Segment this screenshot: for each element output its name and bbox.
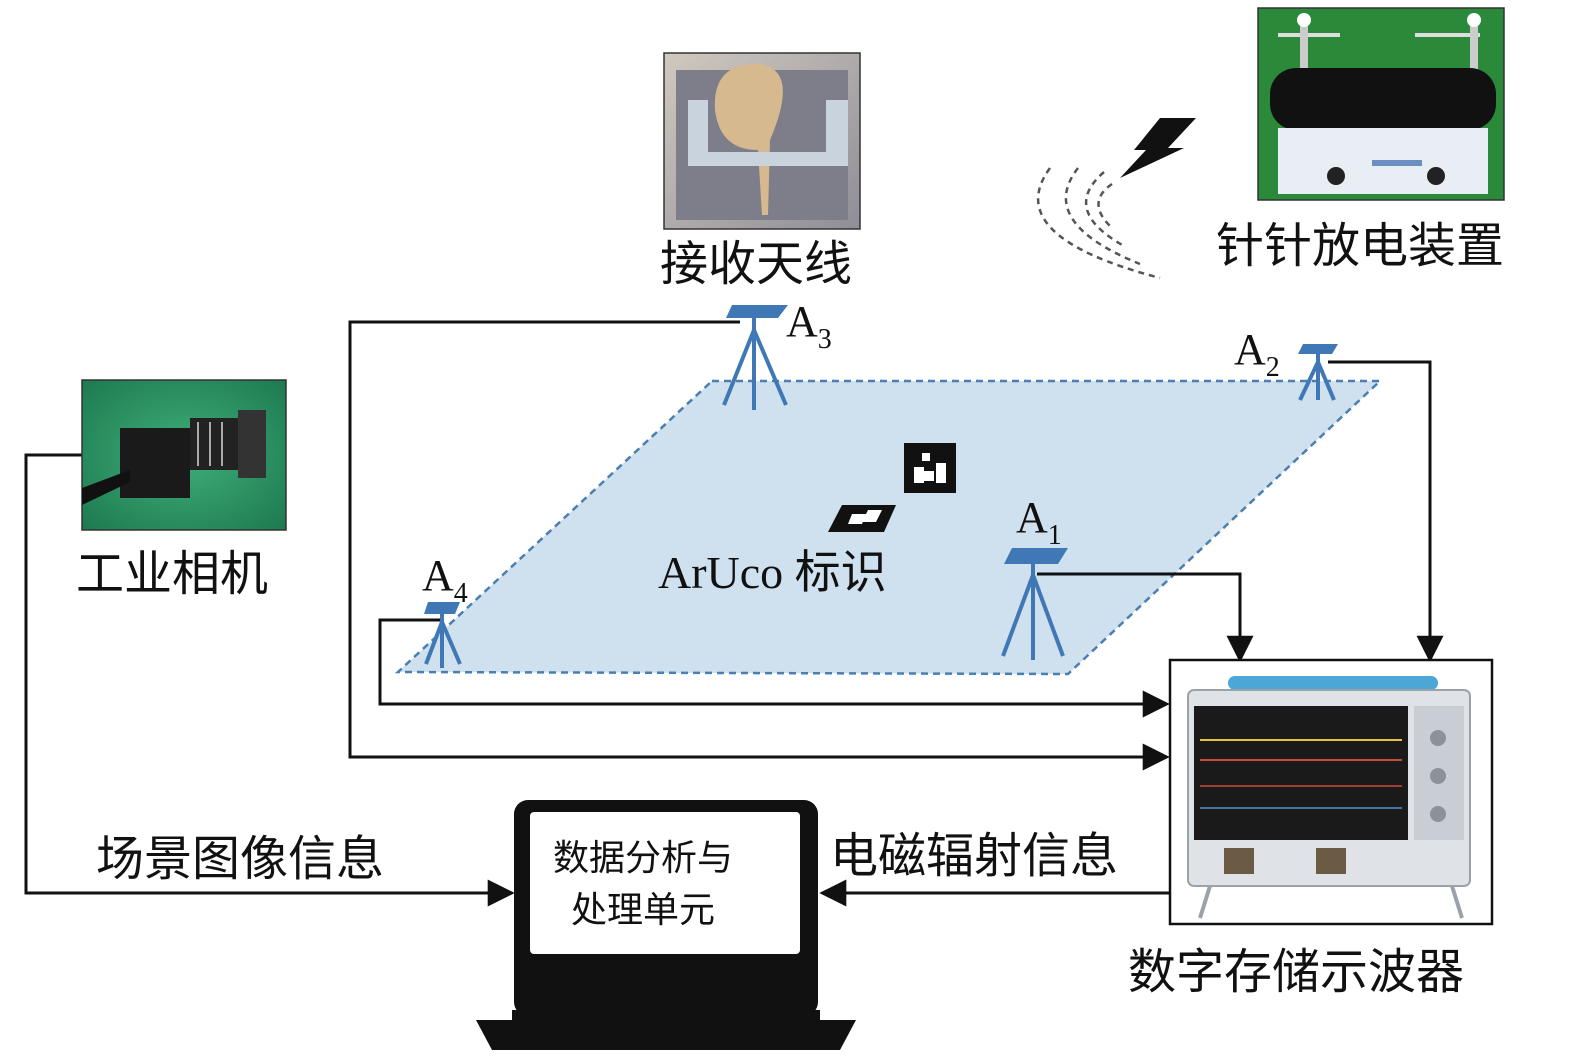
lightning-icon xyxy=(1120,118,1196,178)
discharge-label: 针针放电装置 xyxy=(1216,218,1504,274)
aruco-marker-upright xyxy=(904,443,956,493)
aruco-marker-flat xyxy=(828,505,896,532)
antenna-label: 接收天线 xyxy=(660,236,852,292)
tripod-a3 xyxy=(722,305,788,410)
em-info-label: 电磁辐射信息 xyxy=(830,828,1118,884)
antenna-photo xyxy=(663,52,861,230)
link-camera-to-laptop xyxy=(24,453,515,907)
oscilloscope-photo xyxy=(1168,658,1494,926)
processing-unit-label-line2: 处理单元 xyxy=(571,890,715,931)
oscilloscope-label: 数字存储示波器 xyxy=(1128,944,1464,1000)
tripod-a2 xyxy=(1298,344,1338,401)
scene-info-label: 场景图像信息 xyxy=(96,831,384,887)
sensor-label-a1: A1 xyxy=(1016,493,1062,551)
discharge-device-photo xyxy=(1257,7,1505,201)
aruco-label: ArUco 标识 xyxy=(658,547,887,598)
camera-photo xyxy=(81,379,287,531)
radio-waves-icon xyxy=(1037,167,1161,280)
processing-unit-label-line1: 数据分析与 xyxy=(553,838,733,879)
laptop-icon xyxy=(476,800,856,1050)
sensor-label-a3: A3 xyxy=(786,297,832,355)
tripod-a4 xyxy=(424,602,462,668)
camera-label: 工业相机 xyxy=(76,546,268,602)
measurement-plane xyxy=(394,379,1384,676)
tripod-a1 xyxy=(1001,548,1068,660)
link-a2-to-scope xyxy=(1328,360,1444,663)
link-a4-to-scope xyxy=(378,618,1170,718)
link-a1-to-scope xyxy=(1037,572,1254,663)
sensor-label-a2: A2 xyxy=(1234,325,1280,383)
link-a3-to-scope xyxy=(348,320,1170,771)
sensor-label-a4: A4 xyxy=(422,551,468,609)
